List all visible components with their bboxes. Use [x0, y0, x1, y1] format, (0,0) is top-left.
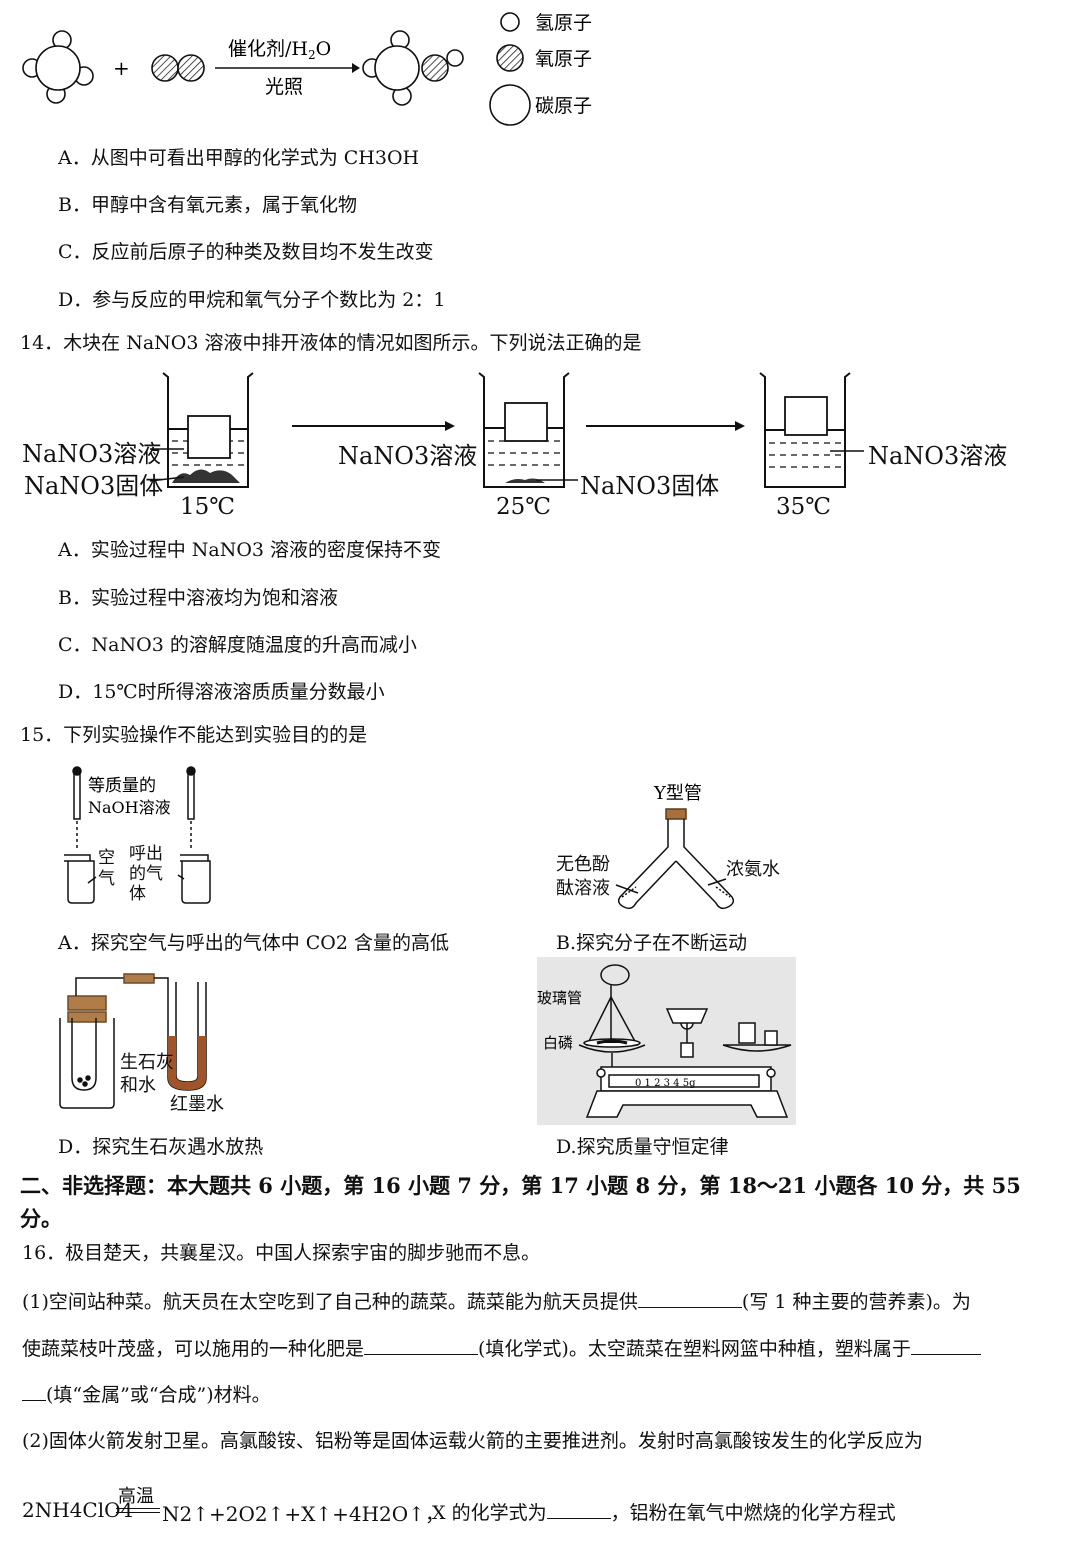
q16-part2: (2)固体火箭发射卫星。高氯酸铵、铝粉等是固体运载火箭的主要推进剂。发射时高氯酸…	[22, 1430, 923, 1452]
catalyst-label: 催化剂/H2O	[228, 38, 331, 62]
section2-heading: 二、非选择题：本大题共 6 小题，第 16 小题 7 分，第 17 小题 8 分…	[20, 1173, 1021, 1198]
q16-part1-line3: (填“金属”或“合成”)材料。	[22, 1382, 271, 1407]
q16-equation-right: N2↑+2O2↑+X↑+4H2O↑，	[162, 1502, 445, 1526]
q15-caption-a: A．探究空气与呼出的气体中 CO2 含量的高低	[58, 932, 450, 954]
methane-molecule	[22, 30, 94, 104]
answer-blank-3b[interactable]	[22, 1382, 46, 1401]
quicklime-label: 生石灰	[120, 1052, 174, 1073]
equation-sign	[116, 1508, 160, 1513]
reaction-diagram: + 催化剂/H2O 光照 氢原子 氧原子 碳原子	[22, 12, 592, 126]
svg-text:NaOH溶液: NaOH溶液	[88, 798, 171, 817]
beaker-25c	[478, 372, 570, 488]
phenol-label: 无色酚	[556, 854, 610, 875]
q13-option-a: A．从图中可看出甲醇的化学式为 CH3OH	[58, 147, 420, 169]
beaker-15c	[162, 372, 254, 488]
svg-text:等质量的: 等质量的	[88, 776, 156, 796]
q15-caption-c: D．探究生石灰遇水放热	[58, 1136, 264, 1158]
phenol-label-2: 酞溶液	[556, 878, 610, 899]
q13-option-b: B．甲醇中含有氧元素，属于氧化物	[58, 194, 357, 216]
svg-text:Y型管: Y型管	[653, 783, 702, 804]
ink-label: 红墨水	[170, 1094, 224, 1115]
q16-part1-line1: (1)空间站种菜。航天员在太空吃到了自己种的蔬菜。蔬菜能为航天员提供(写 1 种…	[22, 1289, 971, 1313]
q14-option-a: A．实验过程中 NaNO3 溶液的密度保持不变	[58, 539, 442, 561]
svg-text:0 1 2 3 4 5g: 0 1 2 3 4 5g	[635, 1078, 696, 1089]
q16-equation-tail: X 的化学式为，铝粉在氧气中燃烧的化学方程式	[432, 1500, 896, 1524]
exhaled-label: 呼出的气体	[129, 844, 163, 904]
q16-stem: 16．极目楚天，共襄星汉。中国人探索宇宙的脚步驰而不息。	[22, 1242, 541, 1264]
beaker-35c	[759, 372, 851, 488]
ammonia-label: 浓氨水	[726, 859, 780, 880]
q15-stem: 15．下列实验操作不能达到实验目的的是	[20, 724, 368, 746]
temp-35: 35℃	[776, 494, 831, 520]
oxygen-molecule	[151, 54, 205, 82]
q16-equation-left: 2NH4ClO4	[22, 1498, 134, 1522]
hydrogen-legend-icon	[500, 12, 520, 32]
q13-option-c: C．反应前后原子的种类及数目均不发生改变	[58, 241, 434, 263]
light-label: 光照	[265, 76, 303, 98]
answer-blank-2[interactable]	[364, 1336, 479, 1355]
answer-blank-3[interactable]	[910, 1336, 981, 1355]
q13-option-d: D．参与反应的甲烷和氧气分子个数比为 2：1	[58, 289, 446, 311]
temp-25: 25℃	[496, 494, 551, 520]
label-solid-1: NaNO3固体	[24, 472, 164, 500]
q15-caption-b: B.探究分子在不断运动	[556, 932, 748, 954]
section2-heading-2: 分。	[20, 1206, 62, 1231]
water-label: 和水	[120, 1075, 156, 1096]
carbon-legend-icon	[489, 84, 531, 126]
temp-15: 15℃	[180, 494, 235, 520]
q14-stem: 14．木块在 NaNO3 溶液中排开液体的情况如图所示。下列说法正确的是	[20, 332, 642, 354]
label-solution-1: NaNO3溶液	[22, 440, 162, 468]
plus-sign: +	[113, 56, 130, 80]
q14-option-b: B．实验过程中溶液均为饱和溶液	[58, 587, 338, 609]
svg-text:白磷: 白磷	[543, 1034, 573, 1052]
q15-caption-d: D.探究质量守恒定律	[556, 1136, 729, 1158]
q14-option-d: D．15℃时所得溶液溶质质量分数最小	[58, 681, 385, 703]
oxygen-legend-icon	[496, 44, 524, 72]
exp-c-diagram	[59, 973, 207, 1109]
label-solution-3: NaNO3溶液	[868, 442, 1008, 470]
svg-text:碳原子: 碳原子	[535, 95, 592, 117]
q14-option-c: C．NaNO3 的溶解度随温度的升高而减小	[58, 634, 417, 656]
label-solid-2: NaNO3固体	[580, 472, 720, 500]
air-label: 空气	[98, 848, 115, 889]
svg-text:氢原子: 氢原子	[535, 12, 592, 34]
q16-equation-condition: 高温	[118, 1486, 154, 1507]
label-solution-2: NaNO3溶液	[338, 442, 478, 470]
beaker-diagram	[149, 372, 864, 488]
exp-a-diagram: 等质量的 NaOH溶液	[64, 766, 211, 904]
svg-text:氧原子: 氧原子	[535, 48, 592, 70]
exp-b-diagram: Y型管	[615, 783, 735, 910]
legend: 氢原子 氧原子 碳原子	[489, 12, 592, 126]
svg-text:玻璃管: 玻璃管	[537, 989, 582, 1007]
methanol-molecule	[362, 30, 464, 106]
answer-blank-1[interactable]	[637, 1289, 742, 1308]
q16-part1-line2: 使蔬菜枝叶茂盛，可以施用的一种化肥是(填化学式)。太空蔬菜在塑料网篮中种植，塑料…	[22, 1336, 981, 1361]
exp-d-diagram: 0 1 2 3 4 5g 玻璃管 白磷	[537, 964, 792, 1118]
answer-blank-4[interactable]	[546, 1500, 611, 1519]
